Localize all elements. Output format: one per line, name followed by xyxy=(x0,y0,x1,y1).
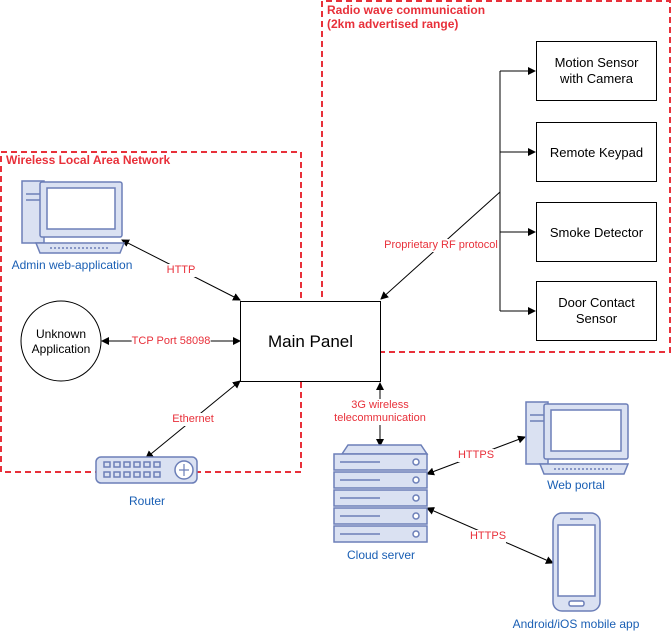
wireless-connection-label-line1: 3G wireless xyxy=(351,399,409,412)
radio-region-label-line2: (2km advertised range) xyxy=(327,17,459,31)
ethernet-connection-label: Ethernet xyxy=(172,413,214,426)
door-contact-label-line2: Sensor xyxy=(575,311,618,326)
router-label: Router xyxy=(128,494,166,508)
remote-keypad-label: Remote Keypad xyxy=(549,144,644,160)
rf-bus xyxy=(380,67,536,315)
http-connection-label: HTTP xyxy=(166,264,196,277)
rf-connection-label: Proprietary RF protocol xyxy=(384,239,498,252)
router-icon xyxy=(95,456,198,484)
mobile-app-label: Android/iOS mobile app xyxy=(512,617,640,631)
door-contact-label-line1: Door Contact xyxy=(558,295,635,310)
main-panel-node: Main Panel xyxy=(240,301,381,382)
admin-web-app-label: Admin web-application xyxy=(11,258,133,272)
smoke-detector-label: Smoke Detector xyxy=(549,224,644,240)
remote-keypad-node: Remote Keypad xyxy=(536,122,657,182)
web-portal-computer-icon xyxy=(525,401,630,475)
cloud-server-label: Cloud server xyxy=(346,548,416,562)
main-panel-label: Main Panel xyxy=(267,331,354,351)
smoke-detector-node: Smoke Detector xyxy=(536,202,657,262)
tcp-connection-label: TCP Port 58098 xyxy=(131,335,211,348)
mobile-phone-icon xyxy=(552,512,601,612)
https-mobile-connection-label: HTTPS xyxy=(469,530,507,543)
unknown-application-label-line2: Application xyxy=(31,342,91,356)
unknown-application-node xyxy=(20,300,102,382)
wireless-connection-label-line2: telecommunication xyxy=(334,412,426,425)
web-portal-label: Web portal xyxy=(547,478,605,492)
cloud-server-icon xyxy=(333,444,429,543)
radio-region-label-line1: Radio wave communication xyxy=(327,3,486,17)
unknown-application-label-line1: Unknown xyxy=(35,327,87,341)
radio-region xyxy=(302,0,671,353)
motion-sensor-node: Motion Sensor with Camera xyxy=(536,41,657,101)
wlan-region-label: Wireless Local Area Network xyxy=(6,153,171,167)
door-contact-node: Door Contact Sensor xyxy=(536,281,657,341)
https-web-connection-label: HTTPS xyxy=(457,449,495,462)
motion-sensor-label-line1: Motion Sensor xyxy=(554,55,639,70)
motion-sensor-label-line2: with Camera xyxy=(560,71,633,86)
admin-computer-icon xyxy=(21,180,126,254)
